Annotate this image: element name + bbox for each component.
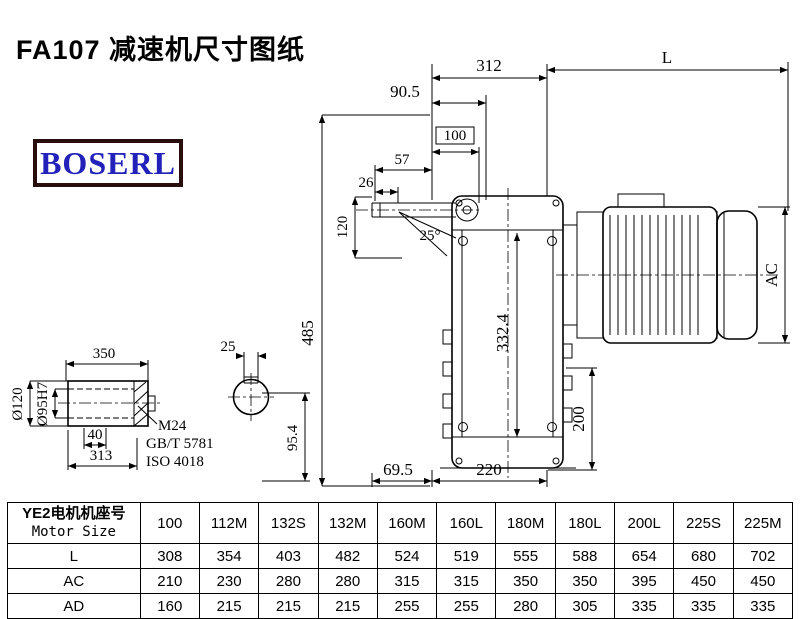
dim-25: 25 (221, 339, 236, 355)
dim-120: 120 (335, 216, 351, 239)
col-header: 225S (673, 502, 734, 544)
cell: 350 (554, 568, 616, 594)
main-dimensions: 312 L 90.5 100 57 26 120 25° 485 (298, 48, 790, 487)
dim-100: 100 (444, 128, 467, 144)
cell: 215 (258, 593, 319, 619)
cell: 702 (732, 543, 794, 569)
cell: 215 (198, 593, 260, 619)
terminal-box (617, 193, 665, 208)
cell: 519 (436, 543, 497, 569)
col-header: 112M (198, 502, 260, 544)
cell: 308 (139, 543, 200, 569)
dim-L: L (662, 48, 672, 67)
table-row-AC: AC 210 230 280 280 315 315 350 350 395 4… (7, 568, 794, 594)
cell: 588 (554, 543, 616, 569)
note-gbt: GB/T 5781 (146, 436, 214, 452)
col-header: 132M (317, 502, 378, 544)
row-label: L (7, 543, 141, 569)
dim-332-4: 332.4 (493, 313, 512, 352)
note-iso: ISO 4018 (146, 454, 204, 470)
cell: 395 (614, 568, 675, 594)
cell: 654 (614, 543, 675, 569)
shaft-side-view: 350 40 313 Ø120 Ø95H7 M24 GB/T 5781 ISO … (10, 346, 214, 470)
cell: 403 (258, 543, 319, 569)
page-title: FA107 减速机尺寸图纸 (16, 35, 306, 66)
dim-dia120: Ø120 (10, 387, 26, 420)
table-row-L: L 308 354 403 482 524 519 555 588 654 68… (7, 543, 794, 569)
cell: 255 (436, 593, 497, 619)
cell: 555 (495, 543, 556, 569)
dim-312: 312 (476, 56, 502, 75)
dim-90-5: 90.5 (390, 82, 420, 101)
col-header: 225M (732, 502, 794, 544)
shaft-end-view: 25 95.4 (221, 339, 310, 482)
motor (556, 193, 780, 344)
dim-350: 350 (93, 346, 116, 362)
cell: 215 (317, 593, 378, 619)
dim-25deg: 25° (420, 228, 441, 244)
shaft-outline (67, 380, 149, 427)
dim-AC: AC (762, 263, 781, 287)
dim-313: 313 (90, 448, 113, 464)
dim-95-4: 95.4 (285, 424, 301, 451)
main-view (356, 188, 780, 478)
dim-57: 57 (395, 152, 411, 168)
header-en: Motor Size (31, 523, 116, 540)
cell: 482 (317, 543, 378, 569)
row-label: AD (7, 593, 141, 619)
boserl-logo-text: BOSERL (40, 145, 176, 181)
col-header: 132S (258, 502, 319, 544)
cell: 350 (495, 568, 556, 594)
hatch (133, 381, 149, 427)
table-header-row: YE2电机机座号 Motor Size 100 112M 132S 132M 1… (7, 502, 794, 544)
cell: 450 (673, 568, 734, 594)
dim-40: 40 (88, 427, 103, 443)
right-lugs (563, 343, 573, 423)
boserl-logo: BOSERL (33, 139, 183, 187)
end-bolt (147, 395, 156, 412)
dim-220: 220 (476, 460, 502, 479)
cell: 335 (673, 593, 734, 619)
col-header: 160M (376, 502, 438, 544)
col-header: 180L (554, 502, 616, 544)
row-label: AC (7, 568, 141, 594)
cell: 354 (198, 543, 260, 569)
col-header: 160L (436, 502, 497, 544)
col-header: 100 (139, 502, 200, 544)
left-lugs (442, 329, 452, 439)
cell: 280 (317, 568, 378, 594)
dimension-drawing: 312 L 90.5 100 57 26 120 25° 485 (10, 48, 790, 487)
cell: 280 (258, 568, 319, 594)
dim-200: 200 (569, 406, 588, 432)
cell: 524 (376, 543, 438, 569)
motor-size-table: YE2电机机座号 Motor Size 100 112M 132S 132M 1… (7, 502, 794, 619)
cell: 255 (376, 593, 438, 619)
dim-26: 26 (359, 175, 375, 191)
col-header: 200L (614, 502, 675, 544)
cell: 280 (495, 593, 556, 619)
cell: 315 (376, 568, 438, 594)
cell: 450 (732, 568, 794, 594)
motor-size-header-cell: YE2电机机座号 Motor Size (7, 502, 141, 544)
dim-dia95: Ø95H7 (35, 381, 51, 426)
cell: 315 (436, 568, 497, 594)
cell: 160 (139, 593, 200, 619)
note-m24: M24 (158, 418, 187, 434)
output-shaft (356, 198, 480, 222)
dim-69-5: 69.5 (383, 460, 413, 479)
table-row-AD: AD 160 215 215 215 255 255 280 305 335 3… (7, 593, 794, 619)
cell: 680 (673, 543, 734, 569)
cell: 230 (198, 568, 260, 594)
col-header: 180M (495, 502, 556, 544)
cell: 335 (614, 593, 675, 619)
cell: 210 (139, 568, 200, 594)
dim-485: 485 (298, 320, 317, 346)
cell: 305 (554, 593, 616, 619)
cell: 335 (732, 593, 794, 619)
header-cn: YE2电机机座号 (22, 505, 126, 523)
